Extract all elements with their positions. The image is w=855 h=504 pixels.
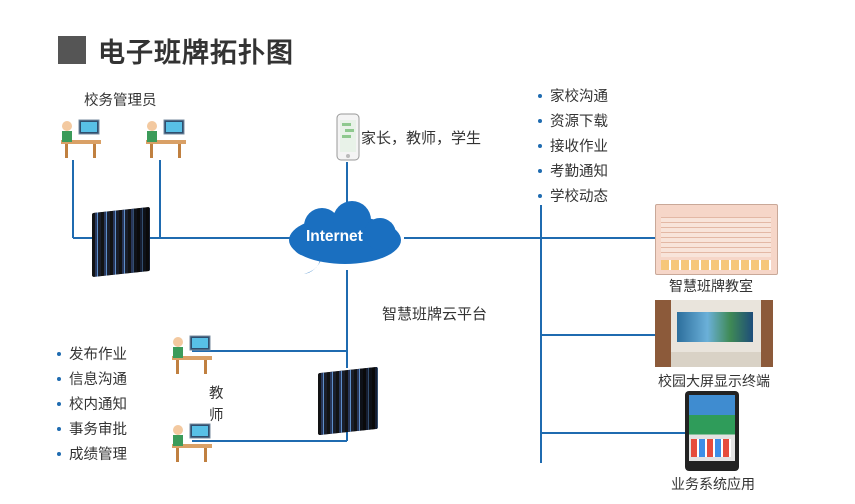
kiosk-terminal-icon bbox=[685, 391, 739, 471]
computer-user-icon bbox=[61, 119, 101, 158]
internet-label: Internet bbox=[306, 228, 363, 245]
server-rack-icon bbox=[318, 366, 378, 436]
computer-user-icon bbox=[172, 423, 212, 462]
list-item: 信息沟通 bbox=[57, 368, 127, 393]
parent-features-list: 家校沟通 资源下载 接收作业 考勤通知 学校动态 bbox=[538, 85, 608, 210]
list-item: 考勤通知 bbox=[538, 160, 608, 185]
smartphone-icon bbox=[336, 113, 360, 161]
platform-label: 智慧班牌云平台 bbox=[382, 305, 488, 323]
classroom-label: 智慧班牌教室 bbox=[669, 279, 753, 295]
cloud-icon bbox=[289, 201, 401, 274]
server-rack-icon bbox=[92, 206, 150, 278]
teacher-features-list: 发布作业 信息沟通 校内通知 事务审批 成绩管理 bbox=[57, 343, 127, 468]
led-screen-icon bbox=[655, 300, 773, 367]
page-title: 电子班牌拓扑图 bbox=[98, 38, 294, 69]
list-item: 校内通知 bbox=[57, 393, 127, 418]
list-item: 成绩管理 bbox=[57, 443, 127, 468]
class-board-icon bbox=[655, 204, 778, 275]
users-label: 家长，教师，学生 bbox=[361, 129, 482, 147]
business-app-label: 业务系统应用 bbox=[671, 477, 755, 493]
list-item: 发布作业 bbox=[57, 343, 127, 368]
computer-user-icon bbox=[146, 119, 186, 158]
computer-user-icon bbox=[172, 335, 212, 374]
title-marker bbox=[58, 36, 86, 64]
list-item: 接收作业 bbox=[538, 135, 608, 160]
list-item: 学校动态 bbox=[538, 185, 608, 210]
list-item: 资源下载 bbox=[538, 110, 608, 135]
teacher-label: 教 师 bbox=[209, 386, 224, 424]
campus-screen-label: 校园大屏显示终端 bbox=[658, 374, 770, 390]
admin-label: 校务管理员 bbox=[84, 93, 157, 109]
list-item: 事务审批 bbox=[57, 418, 127, 443]
list-item: 家校沟通 bbox=[538, 85, 608, 110]
